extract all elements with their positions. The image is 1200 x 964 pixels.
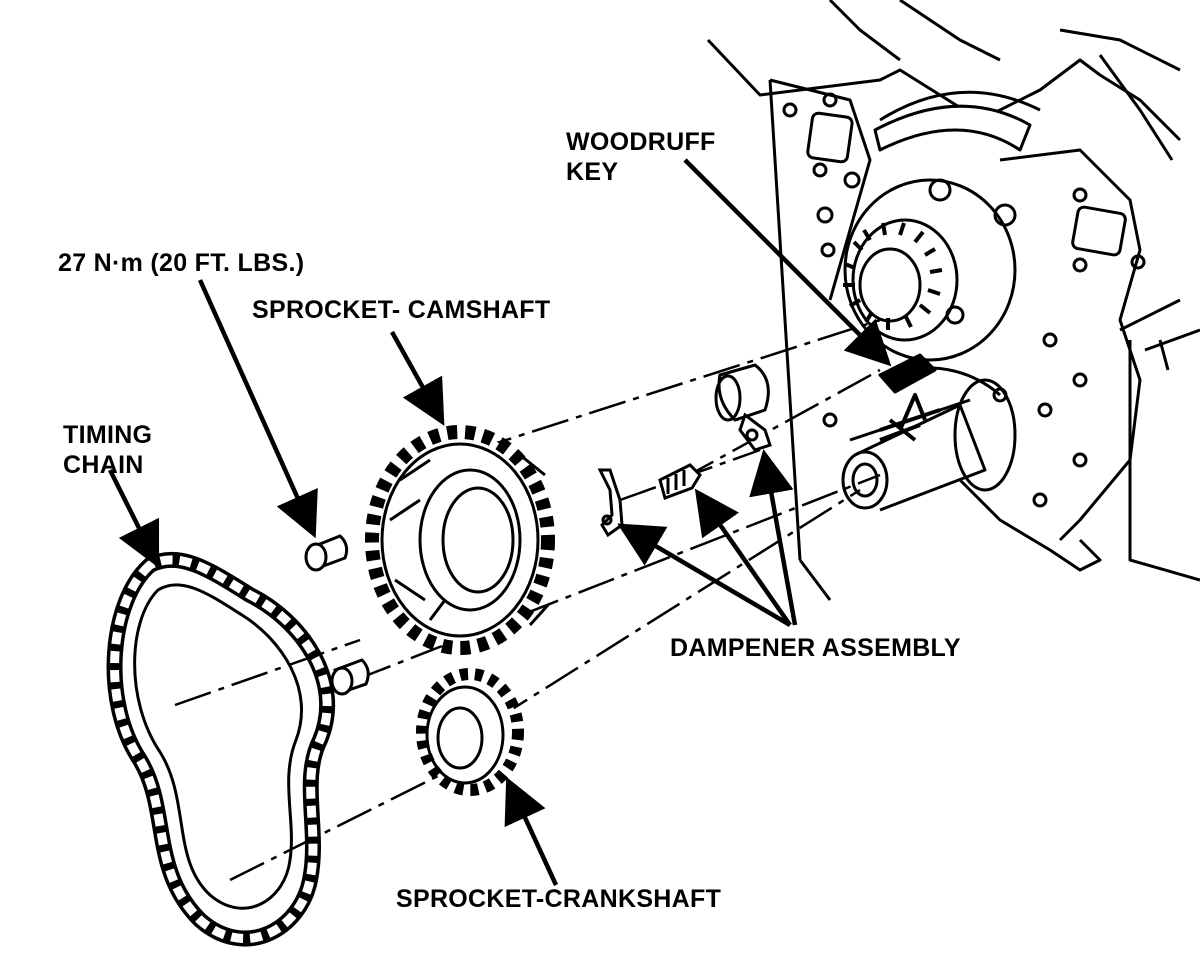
dampener-assembly-label: DAMPENER ASSEMBLY bbox=[670, 634, 961, 662]
crankshaft-sprocket bbox=[416, 668, 524, 796]
leader-arrows bbox=[107, 158, 892, 886]
timing-chain-label: TIMING CHAIN bbox=[63, 420, 152, 480]
dampener-parts bbox=[597, 363, 772, 538]
bolts bbox=[304, 534, 370, 696]
woodruff-key-label-line1: WOODRUFF bbox=[566, 128, 716, 156]
sprocket-crankshaft-label: SPROCKET-CRANKSHAFT bbox=[396, 885, 722, 913]
woodruff-key-label-line2: KEY bbox=[566, 158, 619, 186]
timing-chain bbox=[106, 551, 336, 947]
timing-chain-label-line1: TIMING bbox=[63, 421, 153, 449]
woodruff-key-label: WOODRUFF KEY bbox=[566, 127, 716, 187]
timing-chain-label-line2: CHAIN bbox=[63, 451, 144, 479]
sprocket-camshaft-label: SPROCKET- CAMSHAFT bbox=[252, 296, 551, 324]
engine-block bbox=[706, 0, 1200, 601]
torque-spec-label: 27 N·m (20 FT. LBS.) bbox=[58, 249, 305, 277]
camshaft-sprocket bbox=[365, 425, 555, 655]
